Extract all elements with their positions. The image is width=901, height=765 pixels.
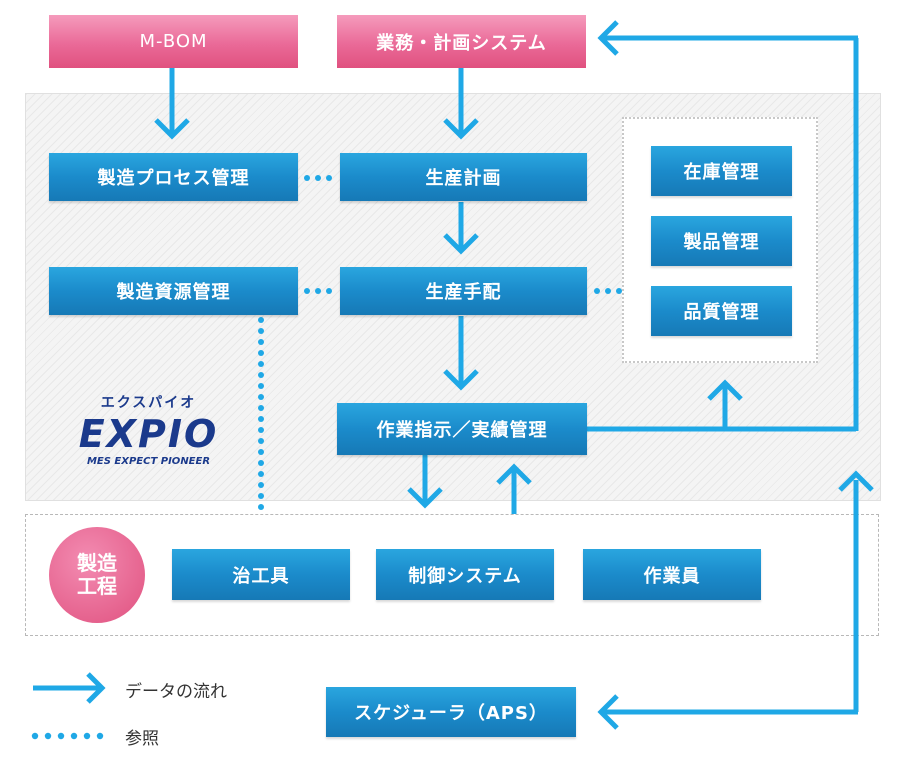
process-label-line2: 工程	[77, 574, 117, 598]
process-label-line1: 製造	[77, 551, 117, 575]
logo-name: EXPIO	[78, 412, 219, 456]
process-mgmt-box: 製造プロセス管理	[49, 153, 298, 201]
production-arrange-box: 生産手配	[340, 267, 587, 315]
control-system-box: 制御システム	[376, 549, 554, 600]
mbom-box: M-BOM	[49, 15, 298, 68]
production-plan-box: 生産計画	[340, 153, 587, 201]
inventory-box: 在庫管理	[651, 146, 792, 196]
resource-mgmt-box: 製造資源管理	[49, 267, 298, 315]
jig-box: 治工具	[172, 549, 350, 600]
manufacturing-process-circle: 製造 工程	[49, 527, 145, 623]
scheduler-box: スケジューラ（APS）	[326, 687, 576, 737]
work-instruction-box: 作業指示／実績管理	[337, 403, 587, 455]
legend-flow-label: データの流れ	[125, 682, 227, 702]
worker-box: 作業員	[583, 549, 761, 600]
logo-kana: エクスパイオ	[100, 395, 197, 411]
expio-logo: エクスパイオ EXPIO MES EXPECT PIONEER	[46, 392, 251, 474]
product-box: 製品管理	[651, 216, 792, 266]
business-system-box: 業務・計画システム	[337, 15, 586, 68]
logo-tagline: MES EXPECT PIONEER	[86, 456, 211, 467]
legend-reference-label: 参照	[125, 729, 159, 749]
quality-box: 品質管理	[651, 286, 792, 336]
